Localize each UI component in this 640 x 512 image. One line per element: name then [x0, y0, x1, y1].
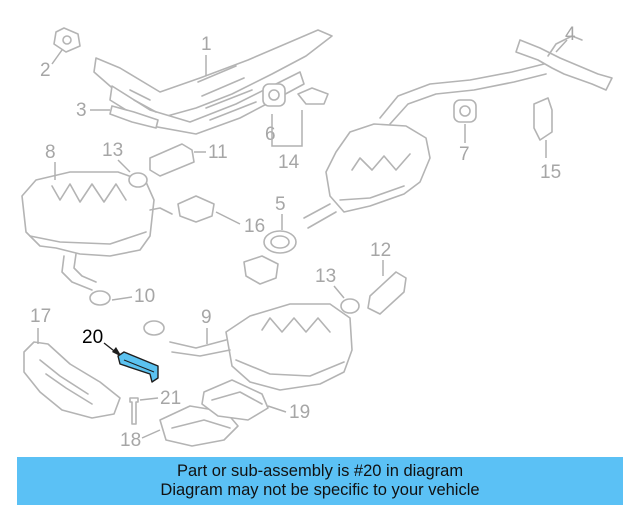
callout-18: 18	[120, 430, 141, 451]
part-14-bracket[interactable]	[297, 87, 329, 105]
leader-14	[271, 110, 303, 147]
part-8-muffler[interactable]	[21, 171, 173, 291]
part-10-clamp[interactable]	[89, 290, 165, 336]
info-banner: Part or sub-assembly is #20 in diagram D…	[17, 457, 623, 505]
leader-10	[111, 296, 133, 301]
leader-2	[51, 49, 63, 65]
part-16-mount[interactable]	[177, 195, 279, 285]
part-12-sleeve[interactable]	[367, 271, 407, 315]
callout-13b: 13	[315, 266, 336, 287]
callout-11: 11	[208, 142, 228, 163]
part-15-bracket[interactable]	[533, 97, 553, 141]
callout-13a: 13	[102, 140, 123, 161]
leader-13a	[117, 159, 131, 173]
part-11-sleeve[interactable]	[149, 143, 195, 177]
part-5-clamp[interactable]	[263, 230, 297, 254]
leader-4	[555, 39, 568, 53]
callout-3: 3	[76, 100, 87, 121]
callout-5: 5	[275, 194, 286, 215]
callout-8: 8	[45, 142, 56, 163]
callout-20: 20	[82, 327, 103, 348]
part-19-heat-shield[interactable]	[201, 379, 269, 421]
callout-16: 16	[244, 216, 265, 237]
callout-7: 7	[459, 144, 470, 165]
callout-15: 15	[540, 162, 561, 183]
leader-13b	[333, 285, 345, 299]
callout-19: 19	[289, 402, 310, 423]
callout-6: 6	[265, 124, 276, 145]
leader-21	[139, 397, 159, 401]
part-3-shield[interactable]	[109, 105, 159, 129]
part-2-gasket[interactable]	[53, 27, 81, 53]
part-6-hanger[interactable]	[262, 83, 286, 107]
part-9-rear-muffler[interactable]	[169, 303, 353, 391]
part-7-hanger[interactable]	[453, 99, 477, 123]
part-17-heat-shield[interactable]	[23, 341, 121, 419]
part-4-rear-pipe[interactable]	[379, 35, 613, 125]
banner-line-2: Diagram may not be specific to your vehi…	[160, 481, 480, 499]
callout-14: 14	[278, 152, 300, 173]
callout-1: 1	[201, 34, 212, 55]
part-rear-muffler-upper[interactable]	[303, 123, 431, 229]
callout-17: 17	[30, 306, 51, 327]
leader-16	[215, 211, 241, 225]
banner-line-1: Part or sub-assembly is #20 in diagram	[176, 462, 464, 480]
callout-9: 9	[201, 307, 212, 328]
part-13-clamp[interactable]	[128, 172, 360, 314]
callout-2: 2	[40, 60, 51, 81]
part-20-bracket[interactable]	[117, 351, 159, 383]
leader-18	[141, 429, 161, 439]
callout-4: 4	[565, 24, 576, 45]
callout-12: 12	[370, 240, 391, 261]
callout-10: 10	[134, 286, 155, 307]
callout-21: 21	[160, 388, 181, 409]
leader-19	[267, 405, 287, 413]
part-21-bolt[interactable]	[129, 397, 139, 425]
